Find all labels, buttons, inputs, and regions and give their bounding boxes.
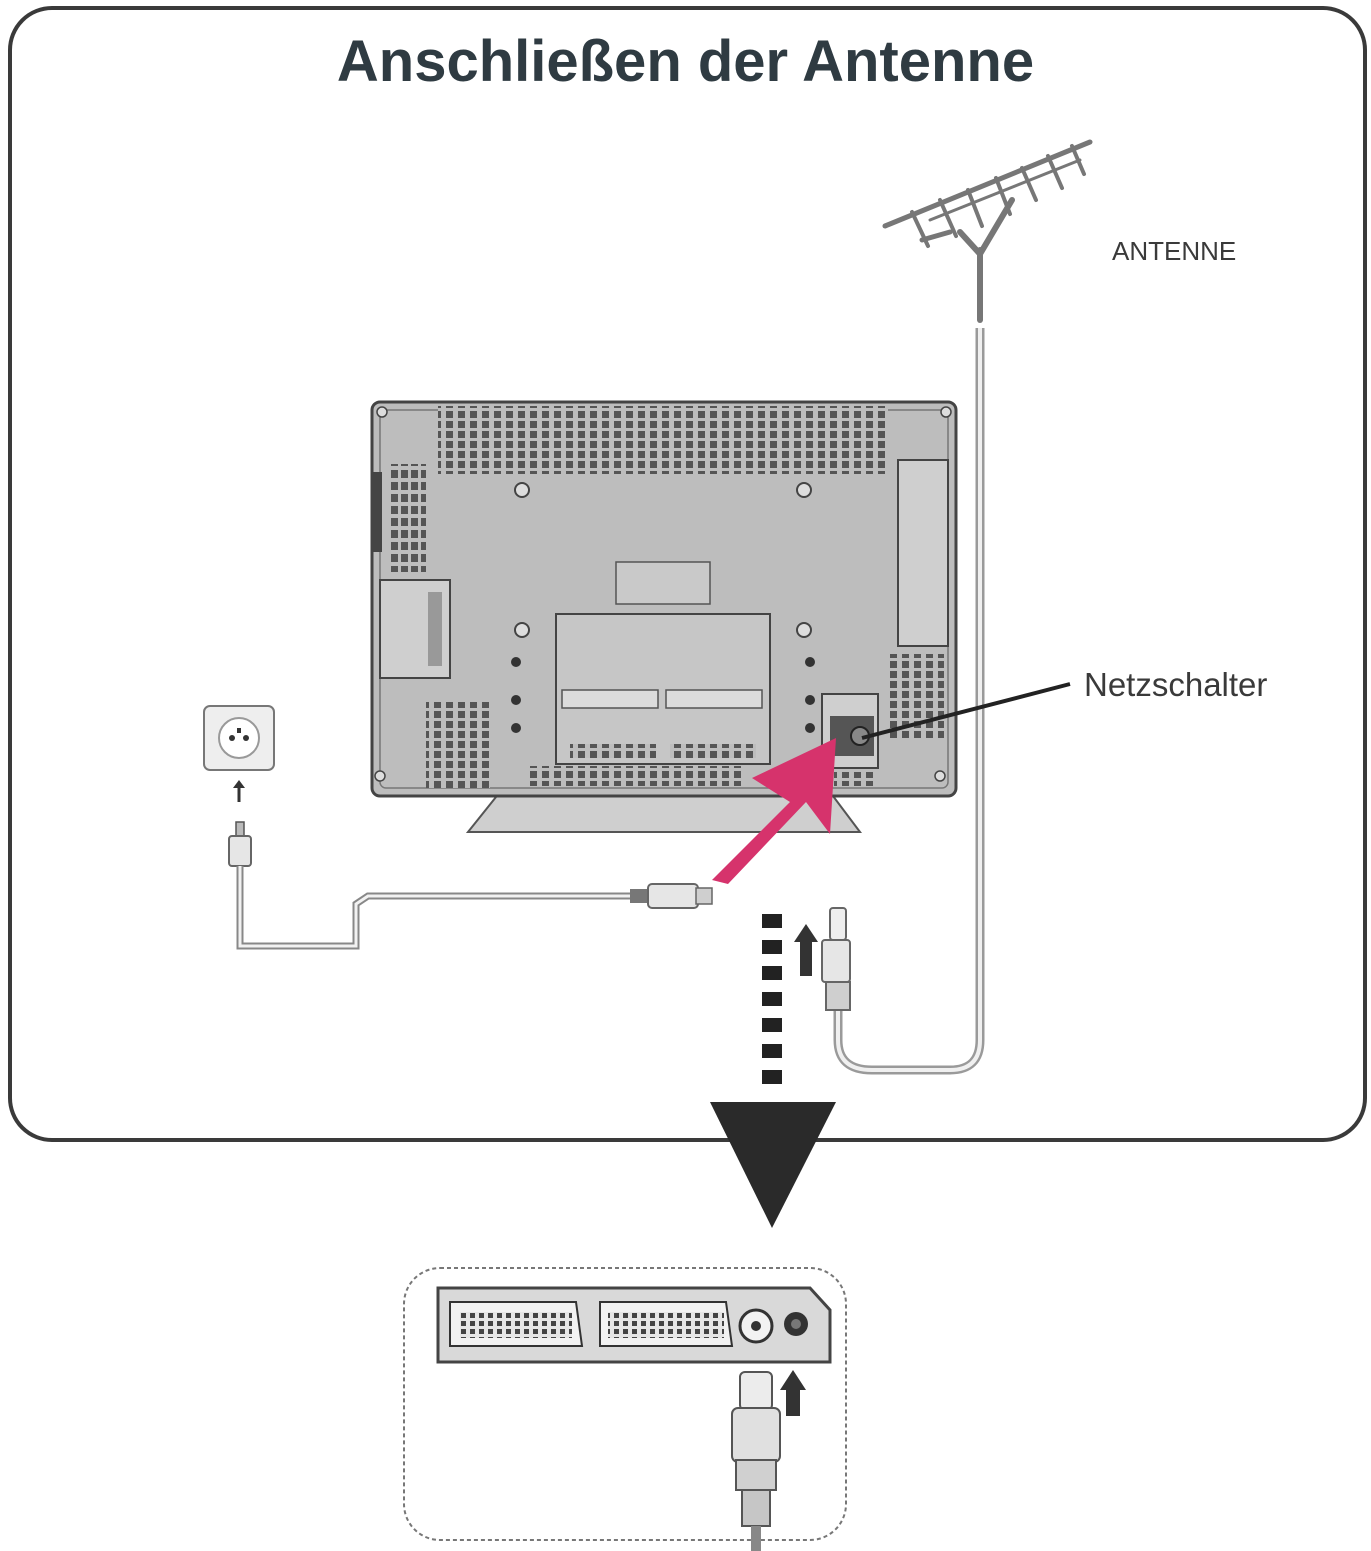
power-switch-label: Netzschalter xyxy=(1084,666,1268,703)
pointer-arrow-icon xyxy=(712,738,836,884)
antenna-socket-detail xyxy=(403,1267,847,1551)
power-switch-pointer-line xyxy=(861,682,1071,740)
coax-plug-icon xyxy=(821,907,851,1011)
up-arrow-icon xyxy=(780,1370,806,1416)
up-arrow-icon xyxy=(233,780,245,802)
tv-back-panel xyxy=(370,400,958,833)
top-vent xyxy=(438,406,888,474)
page-title: Anschließen der Antenne xyxy=(336,29,1035,94)
antenna-icon xyxy=(882,139,1093,323)
power-plug-icon xyxy=(228,821,252,867)
power-connector xyxy=(630,883,713,909)
power-cable xyxy=(236,866,640,950)
antenna-label: ANTENNE xyxy=(1112,236,1237,266)
power-outlet-icon xyxy=(203,705,275,771)
up-arrow-icon xyxy=(794,924,818,976)
coax-plug-icon xyxy=(731,1371,781,1551)
down-arrow-icon xyxy=(710,914,836,1228)
diagram-frame xyxy=(8,6,1367,1142)
